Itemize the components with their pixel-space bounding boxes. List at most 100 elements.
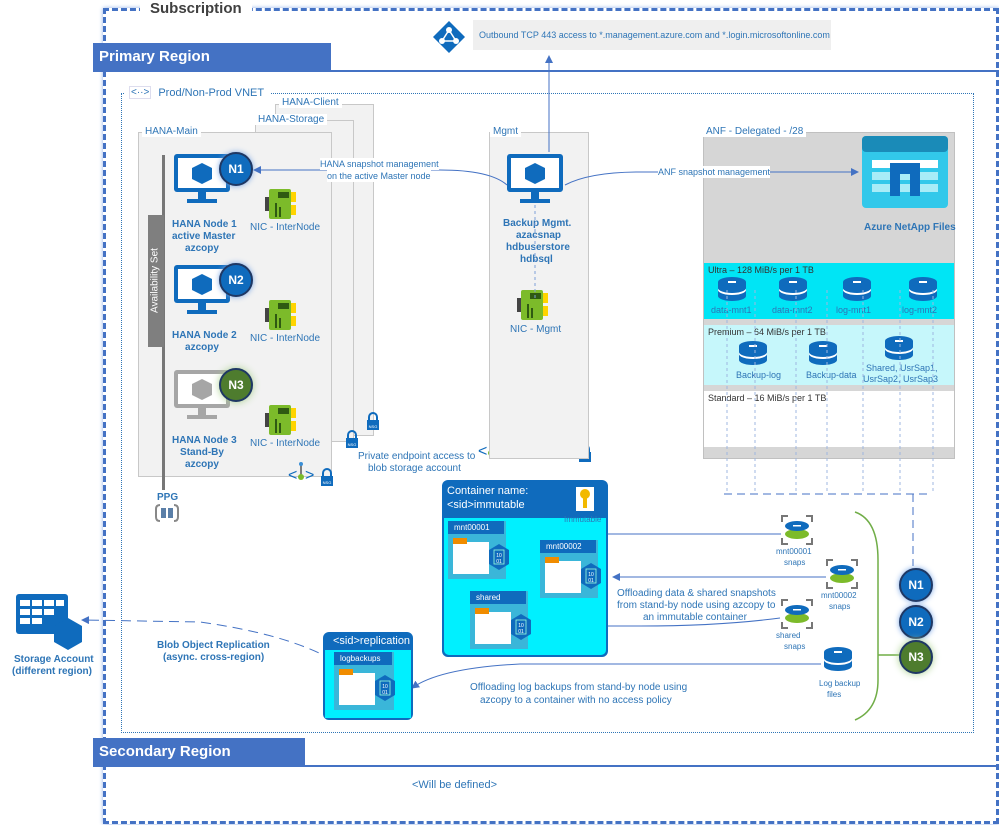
volume-label: data-mnt2 bbox=[772, 305, 813, 315]
nic-internode-3-label: NIC - InterNode bbox=[250, 438, 321, 449]
subnet-hana-main-label: HANA-Main bbox=[142, 126, 201, 137]
snap-icon bbox=[780, 514, 814, 551]
node-badge-n2: N2 bbox=[219, 263, 253, 297]
svg-text:NSG: NSG bbox=[369, 424, 378, 429]
tier-premium-label: Premium – 64 MiB/s per 1 TB bbox=[708, 327, 826, 337]
anf-to-nodes-dash bbox=[724, 493, 930, 566]
key-icon bbox=[576, 487, 594, 511]
azure-ad-icon bbox=[432, 20, 466, 54]
nsg-lock-icon: NSG bbox=[366, 412, 380, 435]
primary-region-header: Primary Region bbox=[93, 43, 331, 71]
hana-node-2-label-1: HANA Node 2 bbox=[172, 330, 237, 341]
volume-log-mnt2-icon bbox=[908, 276, 938, 307]
immutable-folder-tab: mnt00001 bbox=[448, 521, 504, 534]
snap-label-1: mnt00001 bbox=[776, 547, 812, 556]
vnet-header: <··> Prod/Non-Prod VNET bbox=[125, 86, 272, 99]
svg-text:>: > bbox=[305, 467, 314, 484]
ppg-label: PPG bbox=[157, 492, 179, 503]
ppg-icon bbox=[155, 503, 179, 523]
nsg-lock-icon: NSG bbox=[345, 430, 359, 453]
offload-log-label-2: azcopy to a container with no access pol… bbox=[480, 695, 672, 706]
anf-snapshot-label: ANF snapshot management bbox=[658, 166, 771, 178]
hana-snapshot-label-2: on the active Master node bbox=[327, 170, 431, 182]
svg-text:NSG: NSG bbox=[323, 480, 332, 485]
secondary-region-header: Secondary Region bbox=[93, 738, 305, 766]
node-badge-n1: N1 bbox=[219, 152, 253, 186]
subscription-title: Subscription bbox=[140, 0, 252, 17]
right-badge-n2: N2 bbox=[899, 605, 933, 639]
immutable-folder-tab: mnt00002 bbox=[540, 540, 596, 553]
blob-replication-label-1: Blob Object Replication bbox=[157, 640, 270, 651]
subnet-mgmt-label: Mgmt bbox=[490, 126, 521, 137]
mgmt-vm-label-3: hdbuserstore bbox=[506, 242, 570, 253]
volume-shared-icon bbox=[884, 335, 914, 366]
hana-node-3-label-2: Stand-By bbox=[180, 447, 224, 458]
snap-label-2: snaps bbox=[829, 602, 851, 611]
hana-node-3-label-1: HANA Node 3 bbox=[172, 435, 237, 446]
secondary-region-divider bbox=[93, 765, 999, 767]
tier-standard: Standard – 16 MiB/s per 1 TB bbox=[704, 391, 954, 447]
hana-snapshot-label-1: HANA snapshot management bbox=[320, 158, 439, 170]
primary-region-divider bbox=[93, 70, 999, 72]
nic-internode-1-icon bbox=[265, 189, 297, 224]
svg-text:10: 10 bbox=[588, 572, 594, 578]
immutable-container-title-1: Container name: bbox=[447, 485, 529, 497]
storage-account-icon bbox=[16, 592, 86, 655]
volume-log-mnt1-icon bbox=[842, 276, 872, 307]
svg-text:01: 01 bbox=[496, 559, 502, 565]
storage-account-label-2: (different region) bbox=[12, 666, 92, 677]
private-endpoint-label-1: Private endpoint access to bbox=[358, 451, 476, 462]
immutable-folder-tab: shared bbox=[470, 591, 526, 604]
svg-text:01: 01 bbox=[382, 690, 388, 696]
svg-text:NSG: NSG bbox=[348, 442, 357, 447]
svg-text:10: 10 bbox=[518, 623, 524, 629]
tier-ultra-label: Ultra – 128 MiB/s per 1 TB bbox=[708, 265, 814, 275]
hana-snapshot-arrow bbox=[253, 166, 508, 186]
anf-volume-dashes bbox=[726, 290, 934, 494]
standby-bracket bbox=[854, 511, 879, 721]
snap-icon bbox=[823, 646, 853, 677]
snap-label-1: Log backup bbox=[819, 679, 861, 688]
secondary-region-placeholder: <Will be defined> bbox=[412, 779, 497, 791]
outbound-access-label: Outbound TCP 443 access to *.management.… bbox=[473, 20, 831, 50]
svg-text:<: < bbox=[288, 467, 297, 484]
nic-internode-2-icon bbox=[265, 300, 297, 335]
svg-text:01: 01 bbox=[518, 629, 524, 635]
snap-label-2: snaps bbox=[784, 642, 806, 651]
mgmt-vm-icon bbox=[505, 152, 565, 212]
hana-node-3-icon bbox=[172, 368, 232, 428]
volume-label: UsrSap2, UsrSap3 bbox=[863, 374, 939, 384]
volume-label: log-mnt2 bbox=[902, 305, 938, 315]
immutable-badge: Immutable bbox=[564, 515, 602, 524]
volume-backup-log-icon bbox=[738, 340, 768, 371]
shared-arrow bbox=[539, 617, 781, 630]
right-badge-n1: N1 bbox=[899, 568, 933, 602]
volume-data-mnt1-icon bbox=[717, 276, 747, 307]
volume-backup-data-icon bbox=[808, 340, 838, 371]
subnet-anf-label: ANF - Delegated - /28 bbox=[703, 126, 807, 137]
right-badge-n3: N3 bbox=[899, 640, 933, 674]
vnet-label: Prod/Non-Prod VNET bbox=[155, 86, 268, 99]
node-badge-n3: N3 bbox=[219, 368, 253, 402]
private-endpoint-label-2: blob storage account bbox=[368, 463, 461, 474]
vnet-icon: <··> bbox=[129, 86, 152, 99]
snap-label-1: mnt00002 bbox=[821, 591, 857, 600]
replication-container-title: <sid>replication bbox=[333, 635, 411, 647]
subscription-frame bbox=[103, 8, 999, 824]
volume-label: log-mnt1 bbox=[836, 305, 872, 315]
hana-node-2-label-2: azcopy bbox=[185, 342, 219, 353]
svg-text:10: 10 bbox=[496, 553, 502, 559]
hana-node-1-icon bbox=[172, 152, 232, 212]
vnet-boundary bbox=[121, 93, 974, 733]
blob-replication-label-2: (async. cross-region) bbox=[163, 652, 265, 663]
nic-mgmt-icon bbox=[517, 290, 549, 325]
azure-netapp-files-label: Azure NetApp Files bbox=[864, 222, 956, 233]
mgmt-vm-label-4: hdbsql bbox=[520, 254, 553, 265]
mgmt-vm-label-1: Backup Mgmt. bbox=[503, 218, 572, 229]
private-endpoint-icon-hana: <> bbox=[288, 462, 314, 491]
hana-node-2-icon bbox=[172, 263, 232, 323]
svg-text:10: 10 bbox=[382, 684, 388, 690]
